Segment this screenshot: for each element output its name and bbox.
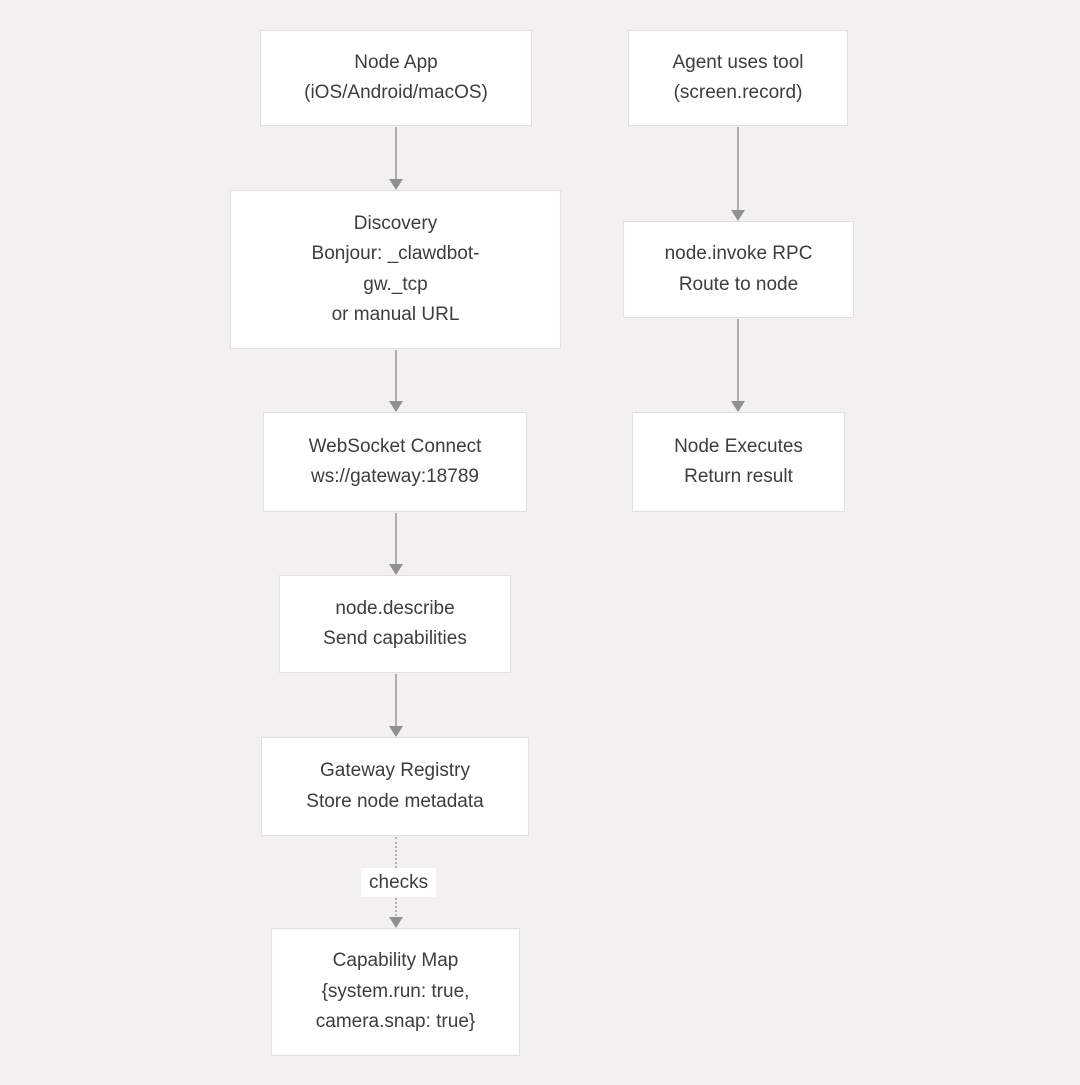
arrow-shaft: [395, 674, 397, 729]
node-line: (iOS/Android/macOS): [304, 82, 488, 103]
node-line: camera.snap: true}: [315, 1011, 476, 1033]
arrow-shaft: [737, 127, 739, 213]
node-line: Agent uses tool: [672, 51, 804, 73]
node-line: Route to node: [678, 273, 799, 295]
node-node-app: Node App (iOS/Android/macOS): [260, 30, 532, 126]
node-line: gw._tcp: [363, 273, 428, 295]
arrowhead-icon: [388, 917, 403, 928]
arrowhead-icon: [730, 210, 745, 221]
arrow-shaft: [395, 350, 397, 404]
edge-label-checks: checks: [361, 868, 437, 897]
arrowhead-icon: [388, 564, 403, 575]
node-line: Send capabilities: [323, 628, 467, 649]
arrow-agent-to-invoke: [730, 127, 746, 221]
arrowhead-icon: [730, 401, 745, 412]
node-agent-uses-tool: Agent uses tool (screen.record): [628, 30, 848, 126]
arrowhead-icon: [388, 726, 403, 737]
node-line: Gateway Registry: [320, 760, 470, 781]
node-line: node.describe: [335, 597, 455, 619]
node-line: {system.run: true,: [321, 980, 470, 1002]
node-line: Store node metadata: [306, 790, 484, 812]
node-line: Node App: [354, 51, 438, 73]
node-line: node.invoke RPC: [664, 243, 813, 264]
arrowhead-icon: [388, 401, 403, 412]
arrow-shaft: [395, 127, 397, 182]
arrow-node-app-to-discovery: [388, 127, 404, 190]
arrowhead-icon: [388, 179, 403, 190]
node-line: Capability Map: [332, 950, 459, 972]
node-discovery: Discovery Bonjour: _clawdbot- gw._tcp or…: [230, 190, 561, 349]
node-websocket-connect: WebSocket Connect ws://gateway:18789: [263, 412, 527, 512]
arrow-websocket-to-describe: [388, 513, 404, 575]
node-line: Discovery: [353, 212, 438, 234]
arrow-shaft: [395, 513, 397, 567]
node-line: ws://gateway:18789: [311, 466, 479, 487]
node-gateway-registry: Gateway Registry Store node metadata: [261, 737, 529, 836]
node-capability-map: Capability Map {system.run: true, camera…: [271, 928, 520, 1056]
node-line: Bonjour: _clawdbot-: [311, 243, 480, 264]
node-line: or manual URL: [331, 304, 460, 325]
arrow-shaft: [737, 319, 739, 404]
node-node-executes: Node Executes Return result: [632, 412, 845, 512]
node-node-describe: node.describe Send capabilities: [279, 575, 511, 673]
arrow-invoke-to-executes: [730, 319, 746, 412]
arrow-discovery-to-websocket: [388, 350, 404, 412]
node-line: Return result: [684, 466, 793, 487]
arrow-describe-to-registry: [388, 674, 404, 737]
node-node-invoke: node.invoke RPC Route to node: [623, 221, 854, 318]
node-line: WebSocket Connect: [308, 435, 482, 457]
node-line: (screen.record): [673, 82, 803, 103]
node-line: Node Executes: [674, 435, 803, 457]
